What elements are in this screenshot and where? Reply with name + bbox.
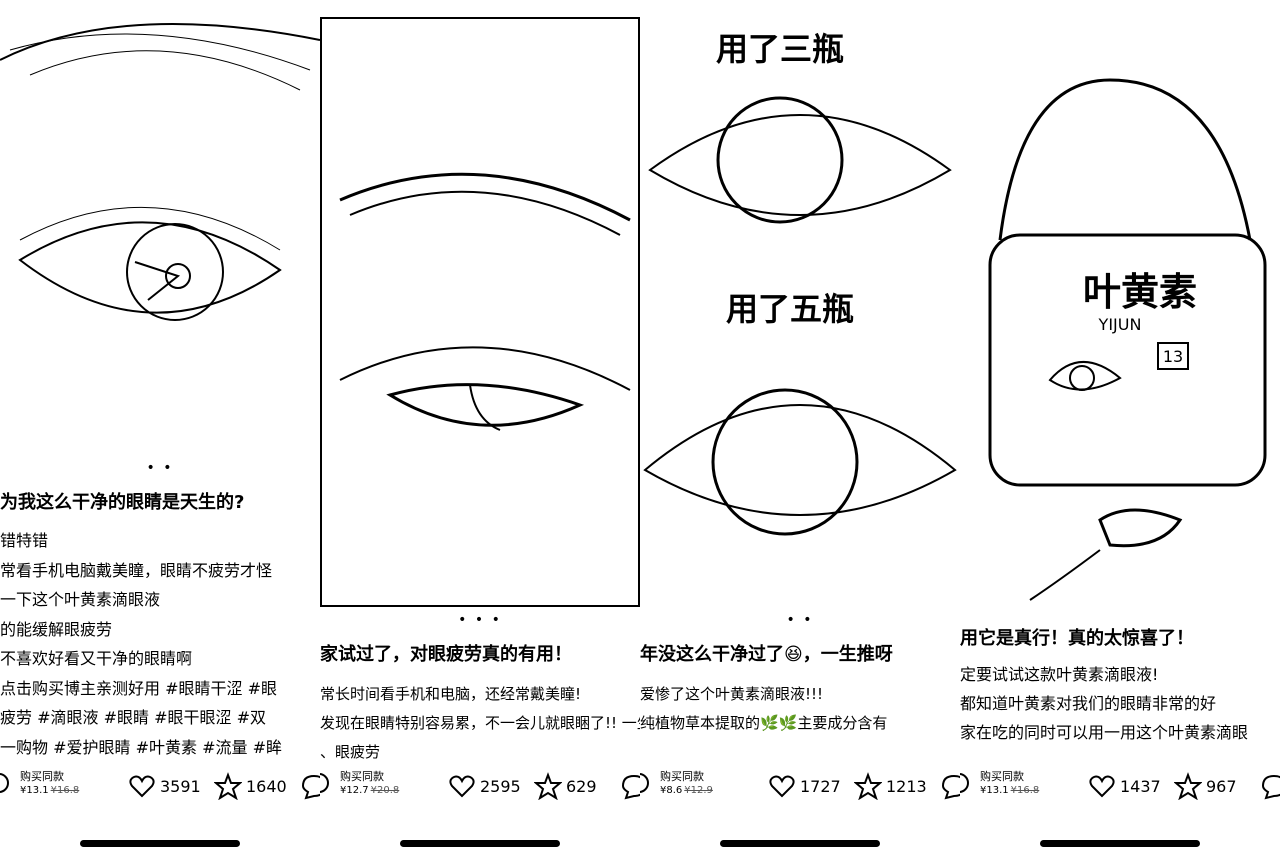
- post-image[interactable]: 叶黄素 YIJUN 13: [960, 0, 1280, 608]
- post-body: 常长时间看手机和电脑，还经常戴美瞳! 发现在眼睛特别容易累，不一会儿就眼睏了!!…: [320, 680, 640, 767]
- bottle-title: 叶黄素: [1083, 270, 1197, 314]
- favorite-button[interactable]: 1213: [854, 772, 927, 800]
- home-indicator: [1040, 840, 1200, 847]
- body-line: 爱惨了这个叶黄素滴眼液!!!: [640, 685, 824, 703]
- action-bar: 购买同款 ¥8.6¥12.9 1727 1213: [640, 768, 960, 804]
- bottle-volume: 13: [1163, 347, 1183, 366]
- post-title: 年没这么干净过了😆，一生推呀: [640, 644, 893, 665]
- shopping-bag-icon[interactable]: [640, 772, 650, 794]
- image-caption-top: 用了三瓶: [716, 30, 844, 68]
- body-line: 一下这个叶黄素滴眼液: [0, 590, 161, 609]
- favorite-count: 1640: [246, 776, 287, 796]
- like-button[interactable]: 1437: [1088, 772, 1161, 800]
- post-card-3[interactable]: 用了三瓶 用了五瓶 • • 年没这么干净过了😆，一生推呀 爱惨了这个叶黄素滴眼液…: [640, 0, 960, 856]
- buy-same-button[interactable]: 购买同款 ¥8.6¥12.9: [660, 770, 713, 798]
- body-line: 常长时间看手机和电脑，还经常戴美瞳!: [320, 685, 582, 703]
- body-line: 纯植物草本提取的🌿🌿主要成分含有: [640, 714, 888, 732]
- comment-icon[interactable]: [300, 772, 320, 800]
- body-line: 点击购买博主亲测好用 #眼睛干涩 #眼: [0, 678, 277, 698]
- body-line: 家在吃的同时可以用一用这个叶黄素滴眼: [960, 723, 1249, 742]
- post-body: 爱惨了这个叶黄素滴眼液!!! 纯植物草本提取的🌿🌿主要成分含有: [640, 680, 960, 738]
- body-line: 常看手机电脑戴美瞳，眼睛不疲劳才怪: [0, 560, 273, 580]
- buy-same-button[interactable]: 购买同款 ¥13.1¥16.8: [20, 770, 79, 798]
- buy-label: 购买同款: [20, 770, 64, 783]
- heart-icon: [129, 775, 155, 798]
- post-image[interactable]: [320, 0, 640, 608]
- comment-icon[interactable]: [940, 772, 960, 800]
- body-line: 一购物 #爱护眼睛 #叶黄素 #流量 #眸: [0, 737, 282, 757]
- like-button[interactable]: 3591: [128, 772, 201, 800]
- bottle-subtitle: YIJUN: [1098, 315, 1142, 334]
- star-icon: [854, 772, 882, 800]
- post-title: 用它是真行！真的太惊喜了！: [960, 628, 1194, 649]
- heart-icon: [449, 775, 475, 798]
- favorite-count: 967: [1206, 776, 1237, 796]
- post-body: 定要试试这款叶黄素滴眼液! 都知道叶黄素对我们的眼睛非常的好 家在吃的同时可以用…: [960, 660, 1280, 747]
- old-price: ¥12.9: [684, 785, 713, 796]
- favorite-button[interactable]: 629: [534, 772, 597, 800]
- shopping-bag-icon[interactable]: [0, 772, 10, 794]
- star-icon: [214, 772, 242, 800]
- post-card-4[interactable]: 叶黄素 YIJUN 13 用它是真行！真的太惊喜了！ 定要试试这款叶黄素滴眼液!…: [960, 0, 1280, 856]
- heart-icon: [769, 775, 795, 798]
- action-bar: 购买同款 ¥13.1¥16.8 3591 1640: [0, 768, 320, 804]
- body-line: 发现在眼睛特别容易累，不一会儿就眼睏了!! 一生推: [320, 714, 640, 732]
- star-icon: [1174, 772, 1202, 800]
- pager-dots: • •: [786, 612, 814, 628]
- home-indicator: [400, 840, 560, 847]
- body-line: 的能缓解眼疲劳: [0, 619, 113, 639]
- post-image[interactable]: 用了三瓶 用了五瓶: [640, 0, 960, 608]
- post-card-1[interactable]: • • 为我这么干净的眼睛是天生的? 错特错 常看手机电脑戴美瞳，眼睛不疲劳才怪…: [0, 0, 320, 856]
- post-image[interactable]: [0, 0, 320, 608]
- body-line: 不喜欢好看又干净的眼睛啊: [0, 649, 193, 668]
- price: ¥12.7: [340, 785, 369, 796]
- old-price: ¥16.8: [50, 785, 80, 796]
- favorite-button[interactable]: 967: [1174, 772, 1237, 800]
- shopping-bag-icon[interactable]: [320, 772, 330, 794]
- price: ¥13.1: [980, 785, 1009, 796]
- like-count: 3591: [160, 776, 201, 796]
- post-card-2[interactable]: • • • 家试过了，对眼疲劳真的有用！ 常长时间看手机和电脑，还经常戴美瞳! …: [320, 0, 640, 856]
- like-count: 2595: [480, 776, 521, 796]
- star-icon: [534, 772, 562, 800]
- pager-dots: • •: [146, 460, 174, 476]
- image-caption-mid: 用了五瓶: [726, 290, 854, 328]
- comment-icon[interactable]: [620, 772, 640, 800]
- old-price: ¥16.8: [1010, 785, 1040, 796]
- pager-dots: • • •: [458, 612, 502, 628]
- like-count: 1727: [800, 776, 841, 796]
- shopping-bag-icon[interactable]: [960, 772, 970, 794]
- like-button[interactable]: 1727: [768, 772, 841, 800]
- buy-label: 购买同款: [340, 770, 384, 783]
- heart-icon: [1089, 775, 1115, 798]
- home-indicator: [80, 840, 240, 847]
- buy-label: 购买同款: [980, 770, 1024, 783]
- price: ¥8.6: [660, 785, 683, 796]
- favorite-count: 629: [566, 776, 597, 796]
- buy-same-button[interactable]: 购买同款 ¥12.7¥20.8: [340, 770, 399, 798]
- home-indicator: [720, 840, 880, 847]
- body-line: 定要试试这款叶黄素滴眼液!: [960, 665, 1159, 684]
- buy-label: 购买同款: [660, 770, 704, 783]
- action-bar: 购买同款 ¥12.7¥20.8 2595 629: [320, 768, 640, 804]
- price: ¥13.1: [20, 785, 49, 796]
- like-button[interactable]: 2595: [448, 772, 521, 800]
- body-line: 都知道叶黄素对我们的眼睛非常的好: [960, 694, 1217, 713]
- post-body: 错特错 常看手机电脑戴美瞳，眼睛不疲劳才怪 一下这个叶黄素滴眼液 的能缓解眼疲劳…: [0, 526, 320, 762]
- buy-same-button[interactable]: 购买同款 ¥13.1¥16.8: [980, 770, 1039, 798]
- like-count: 1437: [1120, 776, 1161, 796]
- post-title: 为我这么干净的眼睛是天生的?: [0, 492, 245, 513]
- favorite-button[interactable]: 1640: [214, 772, 287, 800]
- action-bar: 购买同款 ¥13.1¥16.8 1437 967: [960, 768, 1280, 804]
- body-line: 、眼疲劳: [320, 743, 381, 761]
- favorite-count: 1213: [886, 776, 927, 796]
- post-title: 家试过了，对眼疲劳真的有用！: [320, 644, 572, 665]
- old-price: ¥20.8: [370, 785, 400, 796]
- body-line: 错特错: [0, 531, 49, 550]
- comment-icon[interactable]: [1260, 772, 1280, 800]
- body-line: 疲劳 #滴眼液 #眼睛 #眼干眼涩 #双: [0, 708, 266, 727]
